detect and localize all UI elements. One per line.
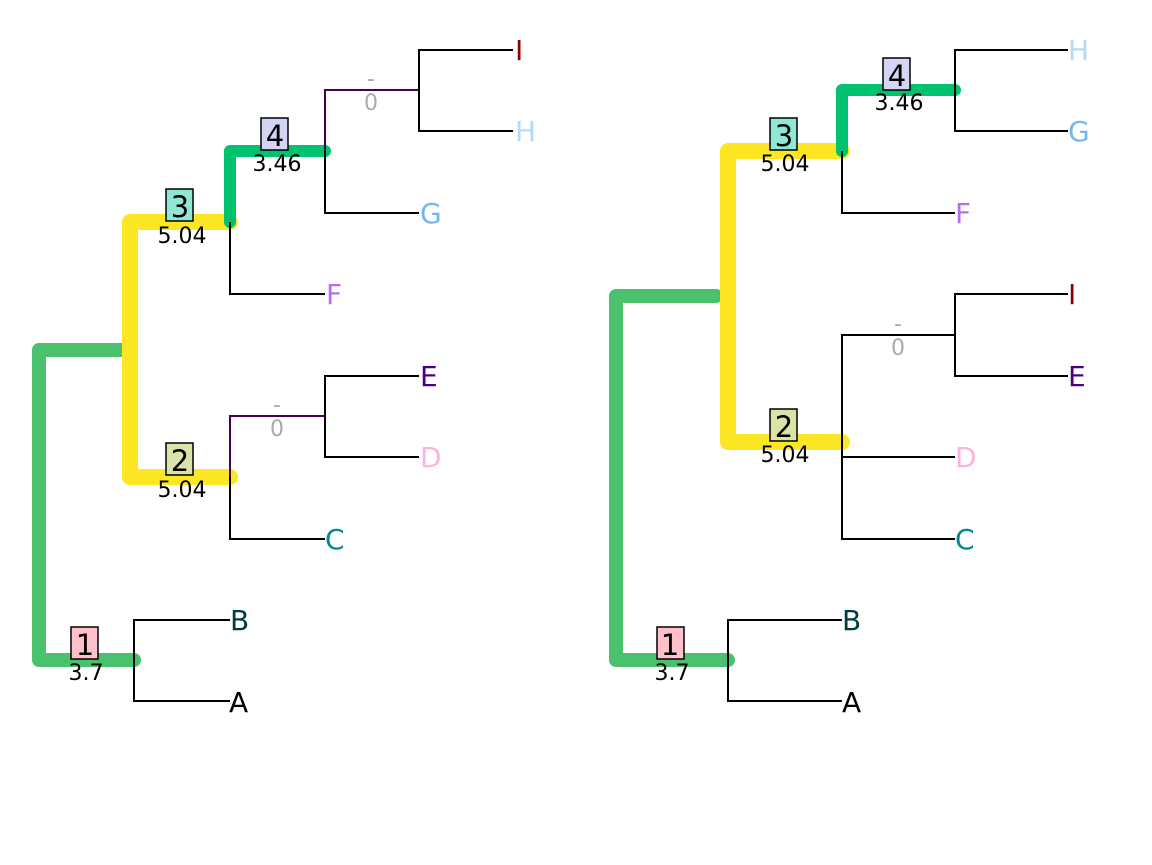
right-node-3-number: 3 xyxy=(775,119,793,153)
right-branch-H-G xyxy=(954,49,1068,132)
left-node-3-number: 3 xyxy=(171,190,189,224)
right-branch-node2 xyxy=(720,288,850,450)
right-branch-B-A xyxy=(727,619,842,702)
left-branch-F xyxy=(229,222,325,295)
right-node-1: 1 3.7 xyxy=(655,626,690,686)
left-node-3: 3 5.04 xyxy=(158,188,207,249)
right-leaf-label-g: G xyxy=(1068,115,1090,148)
left-node-1: 1 3.7 xyxy=(69,626,104,686)
right-node-4-box xyxy=(882,57,911,91)
left-minor-dash-2: - xyxy=(273,393,281,418)
left-branch-G xyxy=(324,151,419,214)
right-branch-minor-group xyxy=(841,334,955,442)
right-branch-node3 xyxy=(720,143,850,304)
right-minor-value-1: 0 xyxy=(891,336,905,361)
right-node-2-box xyxy=(769,408,798,442)
left-node-1-value: 3.7 xyxy=(69,661,104,686)
left-minor-value-2: 0 xyxy=(270,417,284,442)
right-node-2-value: 5.04 xyxy=(761,443,810,468)
left-node-4-number: 4 xyxy=(266,119,284,153)
right-node-3-box xyxy=(769,117,798,151)
right-leaf-label-a: A xyxy=(842,686,861,719)
right-branch-I-E xyxy=(954,293,1068,377)
left-node-3-value: 5.04 xyxy=(158,224,207,249)
left-node-1-number: 1 xyxy=(76,628,94,662)
left-node-4-box xyxy=(260,117,289,151)
left-minor-branch-2 xyxy=(229,415,325,477)
left-minor-branch-1 xyxy=(324,89,419,151)
right-leaf-label-f: F xyxy=(955,197,971,230)
right-leaf-label-b: B xyxy=(842,604,861,637)
right-leaf-label-e: E xyxy=(1068,360,1086,393)
right-node-4-value: 3.46 xyxy=(875,91,924,116)
left-tree: - 0 - 0 1 3.7 2 5.04 3 5.04 4 3.46 I H G… xyxy=(32,34,536,719)
left-branch-B-A xyxy=(133,619,230,702)
left-branch-I-H xyxy=(418,49,513,132)
right-node-2: 2 5.04 xyxy=(761,408,810,468)
right-leaf-label-d: D xyxy=(955,441,977,474)
right-node-4: 4 3.46 xyxy=(875,57,924,116)
left-minor-dash-1: - xyxy=(367,67,375,92)
right-node-1-value: 3.7 xyxy=(655,661,690,686)
left-node-1-box xyxy=(70,626,99,660)
left-branch-node4 xyxy=(224,145,331,228)
right-node-1-number: 1 xyxy=(661,628,679,662)
left-node-2: 2 5.04 xyxy=(158,442,207,503)
left-leaf-label-b: B xyxy=(230,604,249,637)
left-leaf-label-d: D xyxy=(420,441,442,474)
left-leaf-label-h: H xyxy=(515,115,536,148)
left-node-2-number: 2 xyxy=(171,444,189,478)
right-branch-C xyxy=(841,442,955,540)
left-node-4-value: 3.46 xyxy=(253,152,302,177)
left-branch-E-D xyxy=(324,375,419,458)
left-node-2-value: 5.04 xyxy=(158,478,207,503)
left-branch-node1 xyxy=(32,343,141,667)
right-node-2-number: 2 xyxy=(775,410,793,444)
right-leaf-label-h: H xyxy=(1068,34,1089,67)
left-minor-value-1: 0 xyxy=(364,91,378,116)
right-leaf-label-i: I xyxy=(1068,278,1076,311)
left-node-3-box xyxy=(165,188,194,222)
left-branch-node2 xyxy=(122,342,238,485)
right-tree: - 0 1 3.7 2 5.04 3 5.04 4 3.46 H G F I E… xyxy=(609,34,1090,719)
left-node-2-box xyxy=(165,442,194,476)
left-node-4: 4 3.46 xyxy=(253,117,302,177)
right-branch-node4 xyxy=(836,84,961,157)
right-node-1-box xyxy=(656,626,685,660)
right-node-3-value: 5.04 xyxy=(761,152,810,177)
left-leaf-label-f: F xyxy=(326,278,342,311)
left-branch-C xyxy=(229,477,325,540)
left-branch-node3 xyxy=(122,214,238,358)
right-leaf-label-c: C xyxy=(955,523,975,556)
left-leaf-label-a: A xyxy=(229,686,248,719)
right-node-3: 3 5.04 xyxy=(761,117,810,177)
left-leaf-label-c: C xyxy=(325,523,345,556)
right-branch-F xyxy=(841,151,955,214)
right-branch-node1 xyxy=(609,289,735,667)
right-node-4-number: 4 xyxy=(888,59,906,93)
left-leaf-label-e: E xyxy=(420,360,438,393)
left-leaf-label-i: I xyxy=(515,34,523,67)
right-minor-dash-1: - xyxy=(894,312,902,337)
left-leaf-label-g: G xyxy=(420,197,442,230)
